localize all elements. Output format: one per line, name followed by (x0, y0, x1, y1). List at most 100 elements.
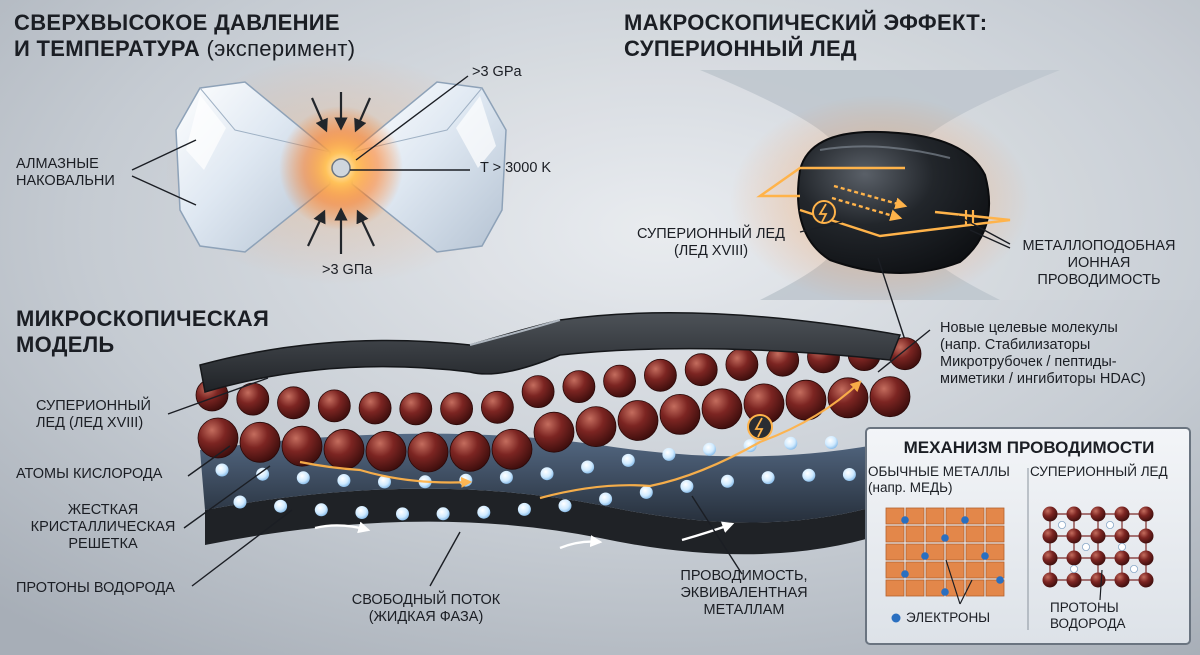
hydrogen-proton (337, 474, 351, 487)
hydrogen-proton (314, 503, 328, 517)
electron (961, 516, 969, 524)
hydrogen-proton (296, 471, 310, 485)
copper-cell (905, 525, 925, 543)
electron (996, 576, 1004, 584)
label-conductivity-line3: ПРОВОДИМОСТЬ (1037, 272, 1161, 289)
copper-cell (905, 543, 925, 561)
label-targets-line3: Микротрубочек / пептиды- (940, 354, 1117, 371)
label-micro-ice-line2: ЛЕД (ЛЕД XVIII) (36, 415, 144, 432)
hydrogen-proton (256, 467, 270, 481)
oxygen-atom (277, 386, 310, 420)
hydrogen-proton (558, 499, 572, 513)
proton (1130, 565, 1139, 574)
label-metal-line1: ПРОВОДИМОСТЬ, (680, 568, 808, 584)
oxygen-atom (869, 376, 911, 418)
hydrogen-proton (396, 507, 409, 521)
copper-cell (905, 579, 925, 597)
macro-title-line1: МАКРОСКОПИЧЕСКИЙ ЭФФЕКТ: (624, 10, 988, 35)
label-lattice-line2: КРИСТАЛЛИЧЕСКАЯ (30, 519, 176, 536)
copper-cell (925, 543, 945, 561)
copper-cell (925, 561, 945, 579)
oxygen-atom (827, 377, 869, 419)
hydrogen-proton (662, 447, 676, 461)
oxygen-atom (575, 406, 617, 448)
experiment-title-line2: И ТЕМПЕРАТУРА (14, 35, 201, 61)
hydrogen-proton (459, 473, 473, 487)
oxygen-atom (239, 421, 281, 463)
proton (1118, 543, 1127, 552)
hydrogen-proton (802, 468, 816, 482)
hydrogen-proton (378, 475, 391, 489)
oxygen-atom (480, 390, 514, 424)
oxygen-atom (1066, 572, 1082, 588)
label-metal-line2: ЭКВИВАЛЕНТНАЯ (680, 585, 808, 602)
hydrogen-proton (680, 479, 694, 493)
oxygen-atom (617, 400, 659, 441)
oxygen-atom (1114, 528, 1130, 544)
electron (921, 552, 929, 560)
oxygen-atom (449, 430, 491, 472)
label-pressure-top: >3 GPa (472, 64, 522, 80)
proton (1058, 521, 1067, 530)
label-oxygen-atoms: АТОМЫ КИСЛОРОДА (16, 466, 163, 482)
mechanism-box (865, 427, 1191, 645)
label-targets-line4: миметики / ингибиторы HDAC) (940, 371, 1146, 388)
oxygen-atom (1114, 550, 1130, 566)
pressure-arrows-top (310, 92, 372, 133)
macro-title-line2: СУПЕРИОННЫЙ ЛЕД (624, 35, 857, 61)
oxygen-atom (562, 370, 596, 404)
oxygen-atom (1138, 572, 1154, 588)
oxygen-atom (603, 364, 636, 398)
proton (1106, 521, 1115, 530)
oxygen-atom (1066, 550, 1082, 566)
oxygen-atom (317, 389, 351, 423)
copper-lattice (885, 507, 1005, 597)
superionic-lattice (1042, 506, 1154, 588)
label-flow-line2: (ЖИДКАЯ ФАЗА) (368, 609, 484, 626)
pressure-arrows-bottom (307, 207, 375, 254)
label-micro-ice: СУПЕРИОННЫЙ ЛЕД (ЛЕД XVIII) (36, 398, 151, 432)
label-flow-line1: СВОБОДНЫЙ ПОТОК (351, 592, 501, 608)
hydrogen-proton (233, 495, 247, 509)
oxygen-atom (399, 392, 433, 426)
label-temperature: T > 3000 K (480, 160, 552, 176)
copper-cell (925, 525, 945, 543)
copper-cell (885, 525, 905, 543)
label-metal-like-conductivity: МЕТАЛЛОПОДОБНАЯ ИОННАЯ ПРОВОДИМОСТЬ (1006, 238, 1192, 289)
copper-cell (965, 525, 985, 543)
copper-cell (985, 507, 1005, 525)
oxygen-atom (1042, 572, 1058, 588)
label-macro-ice-line1: СУПЕРИОННЫЙ ЛЕД (637, 226, 785, 242)
label-metal-equivalent: ПРОВОДИМОСТЬ, ЭКВИВАЛЕНТНАЯ МЕТАЛЛАМ (664, 568, 824, 619)
oxygen-atom (1066, 528, 1082, 544)
oxygen-atom (491, 428, 533, 470)
label-conductivity-line1: МЕТАЛЛОПОДОБНАЯ (1022, 238, 1176, 254)
oxygen-atom (1042, 550, 1058, 566)
oxygen-atom (701, 388, 743, 430)
oxygen-atom (533, 411, 575, 453)
copper-cell (925, 507, 945, 525)
oxygen-atom (1138, 550, 1154, 566)
copper-cell (985, 525, 1005, 543)
oxygen-atom (358, 391, 392, 425)
hydrogen-proton (703, 442, 716, 456)
label-macro-ice-line2: (ЛЕД XVIII) (673, 243, 749, 260)
hydrogen-proton (540, 467, 554, 481)
copper-cell (965, 543, 985, 561)
label-targets-line2: (напр. Стабилизаторы (940, 337, 1091, 354)
copper-cell (985, 543, 1005, 561)
hydrogen-proton (355, 506, 369, 519)
label-box-protons: ПРОТОНЫ ВОДОРОДА (1050, 600, 1160, 632)
sample-core (331, 158, 351, 178)
oxygen-atom (725, 348, 759, 381)
label-box-protons-line1: ПРОТОНЫ (1050, 600, 1119, 615)
copper-cell (945, 543, 965, 561)
micro-panel (167, 311, 931, 587)
lightning-icon-micro (747, 414, 773, 440)
label-rigid-lattice: ЖЕСТКАЯ КРИСТАЛЛИЧЕСКАЯ РЕШЕТКА (18, 502, 188, 553)
hydrogen-proton (517, 502, 531, 516)
label-lattice-line3: РЕШЕТКА (68, 536, 138, 553)
label-macro-ice: СУПЕРИОННЫЙ ЛЕД (ЛЕД XVIII) (626, 226, 796, 260)
label-diamond-anvils: АЛМАЗНЫЕ НАКОВАЛЬНИ (16, 156, 115, 190)
label-lattice-line1: ЖЕСТКАЯ (67, 502, 139, 518)
